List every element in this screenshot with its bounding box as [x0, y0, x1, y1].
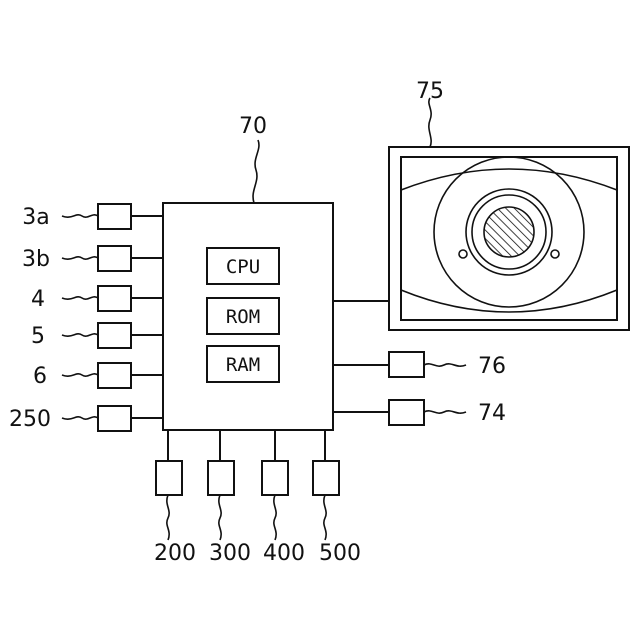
cpu-label: CPU	[226, 256, 260, 278]
component-5: 5	[31, 323, 163, 349]
component-4: 4	[31, 286, 163, 312]
label-3b: 3b	[22, 247, 50, 272]
label-3a: 3a	[22, 205, 49, 230]
bottom-components: 200 300 400 500	[154, 430, 361, 566]
rom-label: ROM	[226, 306, 260, 328]
label-6: 6	[33, 364, 47, 389]
controller: 70 CPU ROM RAM	[163, 114, 333, 430]
left-components: 3a 3b 4 5 6 250	[9, 204, 163, 432]
component-74: 74	[333, 400, 506, 426]
label-200: 200	[154, 541, 196, 566]
component-300: 300	[208, 430, 251, 566]
label-4: 4	[31, 287, 45, 312]
controller-label: 70	[239, 114, 267, 139]
controller-leader	[253, 140, 259, 203]
component-250: 250	[9, 406, 163, 432]
monitor: 75	[333, 79, 629, 330]
component-3b: 3b	[22, 246, 163, 272]
ram-label: RAM	[226, 354, 260, 376]
label-250: 250	[9, 407, 51, 432]
label-500: 500	[319, 541, 361, 566]
label-400: 400	[263, 541, 305, 566]
label-300: 300	[209, 541, 251, 566]
pupil	[484, 207, 534, 257]
component-200: 200	[154, 430, 196, 566]
component-400: 400	[262, 430, 305, 566]
monitor-label: 75	[416, 79, 444, 104]
component-6: 6	[33, 363, 163, 389]
right-components: 76 74	[333, 352, 506, 426]
label-76: 76	[478, 354, 506, 379]
component-3a: 3a	[22, 204, 163, 230]
label-74: 74	[478, 401, 506, 426]
monitor-leader	[429, 98, 431, 147]
component-76: 76	[333, 352, 506, 379]
label-5: 5	[31, 324, 45, 349]
component-500: 500	[313, 430, 361, 566]
